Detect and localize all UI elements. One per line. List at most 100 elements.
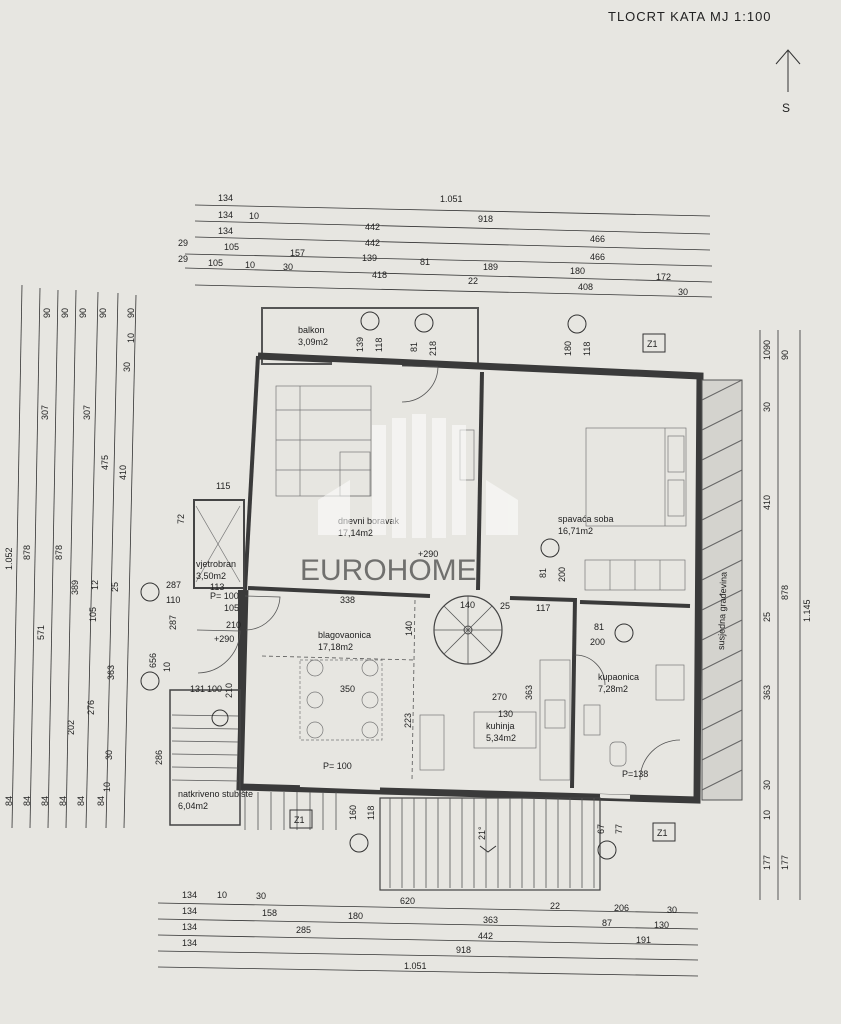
vjetrobran-area: 3,50m2 [196, 571, 226, 581]
svg-text:118: 118 [374, 338, 384, 352]
z1-marker-bottom-left [289, 809, 313, 829]
blagovaonica-label: blagovaonica [318, 630, 371, 640]
svg-text:157: 157 [290, 248, 305, 258]
svg-text:1.051: 1.051 [440, 194, 463, 204]
svg-text:878: 878 [780, 585, 790, 600]
svg-text:363: 363 [483, 915, 498, 925]
svg-text:363: 363 [106, 665, 116, 680]
svg-text:410: 410 [762, 495, 772, 510]
wall-bedroom-south [509, 596, 576, 602]
windows [299, 362, 631, 799]
watermark-text: EUROHOME [300, 554, 477, 587]
stubiste-area: 6,04m2 [178, 801, 208, 811]
bathroom-fixtures [583, 664, 685, 767]
svg-text:30: 30 [762, 402, 772, 412]
svg-text:P=138: P=138 [622, 769, 648, 779]
svg-text:1.051: 1.051 [404, 961, 427, 971]
kuhinja-area: 5,34m2 [486, 733, 516, 743]
svg-text:307: 307 [82, 405, 92, 420]
svg-text:10: 10 [126, 333, 136, 343]
svg-text:84: 84 [4, 796, 14, 806]
svg-text:+290: +290 [214, 634, 234, 644]
svg-text:160: 160 [348, 805, 358, 820]
z1-marker-top [642, 333, 666, 353]
svg-text:338: 338 [340, 595, 355, 605]
svg-text:918: 918 [478, 214, 493, 224]
svg-text:115: 115 [216, 481, 230, 491]
kuhinja-label: kuhinja [486, 721, 515, 731]
covered-stair-treads [244, 792, 337, 830]
dnevni-label: dnevni boravak [338, 516, 400, 526]
svg-text:90: 90 [126, 308, 136, 318]
svg-text:P= 100: P= 100 [323, 761, 352, 771]
svg-text:180: 180 [570, 266, 585, 276]
svg-text:110: 110 [166, 595, 180, 605]
svg-text:30: 30 [104, 750, 114, 760]
svg-text:30: 30 [122, 362, 132, 372]
svg-text:30: 30 [256, 891, 266, 901]
svg-text:130: 130 [498, 709, 513, 719]
wall-living-bedroom [476, 371, 484, 591]
inner-dimensions: 139 118 81 218 180 118 115 72 287 110 11… [148, 337, 648, 834]
svg-text:202: 202 [66, 720, 76, 735]
living-room-furniture [275, 385, 475, 497]
balkon-label: balkon [298, 325, 325, 335]
svg-text:10: 10 [217, 890, 227, 900]
svg-text:118: 118 [366, 806, 376, 820]
svg-text:105: 105 [224, 242, 239, 252]
spavaca-label: spavaća soba [558, 514, 614, 524]
svg-text:363: 363 [524, 685, 534, 700]
svg-text:656: 656 [148, 653, 158, 668]
svg-text:410: 410 [118, 465, 128, 480]
svg-text:87: 87 [602, 918, 612, 928]
kupaonica-label: kupaonica [598, 672, 639, 682]
svg-text:84: 84 [58, 796, 68, 806]
svg-text:10: 10 [102, 782, 112, 792]
svg-text:84: 84 [40, 796, 50, 806]
svg-text:105: 105 [208, 258, 223, 268]
svg-text:206: 206 [614, 903, 629, 913]
svg-text:134: 134 [218, 210, 233, 220]
svg-text:620: 620 [400, 896, 415, 906]
balkon-area: 3,09m2 [298, 337, 328, 347]
entry-door-icon [244, 595, 281, 631]
svg-text:10: 10 [762, 350, 772, 360]
svg-text:878: 878 [54, 545, 64, 560]
svg-text:25: 25 [762, 612, 772, 622]
svg-text:139: 139 [362, 253, 377, 263]
right-dimensions: 10 90 90 30 410 25 363 30 10 878 1.145 1… [759, 330, 812, 900]
svg-text:81: 81 [420, 257, 430, 267]
svg-text:105: 105 [224, 603, 239, 613]
svg-text:90: 90 [780, 350, 790, 360]
svg-text:1.052: 1.052 [4, 547, 14, 570]
susjedna-label: susjedna građevina [716, 572, 729, 650]
svg-text:90: 90 [762, 340, 772, 350]
svg-text:130: 130 [654, 920, 669, 930]
svg-text:210: 210 [224, 683, 234, 698]
stair-outline [169, 689, 241, 826]
svg-text:30: 30 [678, 287, 688, 297]
svg-text:10: 10 [249, 211, 259, 221]
svg-text:Z1: Z1 [294, 815, 305, 825]
svg-text:200: 200 [557, 567, 567, 582]
svg-text:Z1: Z1 [647, 339, 658, 349]
svg-text:29: 29 [178, 238, 188, 248]
north-label: S [782, 101, 790, 115]
wall-kitchen-bath [570, 597, 577, 789]
adjacent-building-hatch [701, 379, 743, 801]
dnevni-area: 17,14m2 [338, 528, 373, 538]
svg-text:134: 134 [182, 906, 197, 916]
svg-text:10: 10 [162, 662, 172, 672]
svg-text:90: 90 [60, 308, 70, 318]
outer-wall-left [243, 355, 260, 591]
svg-text:134: 134 [218, 226, 233, 236]
svg-text:118: 118 [582, 342, 592, 356]
exterior-stair-treads [171, 714, 239, 782]
svg-text:131: 131 [190, 684, 205, 694]
left-dimensions: 1.052 878 571 307 90 878 90 389 202 307 … [4, 284, 137, 829]
svg-text:30: 30 [667, 905, 677, 915]
svg-text:105: 105 [88, 607, 98, 622]
svg-text:223: 223 [403, 713, 413, 728]
svg-text:25: 25 [110, 582, 120, 592]
svg-text:25: 25 [500, 601, 510, 611]
